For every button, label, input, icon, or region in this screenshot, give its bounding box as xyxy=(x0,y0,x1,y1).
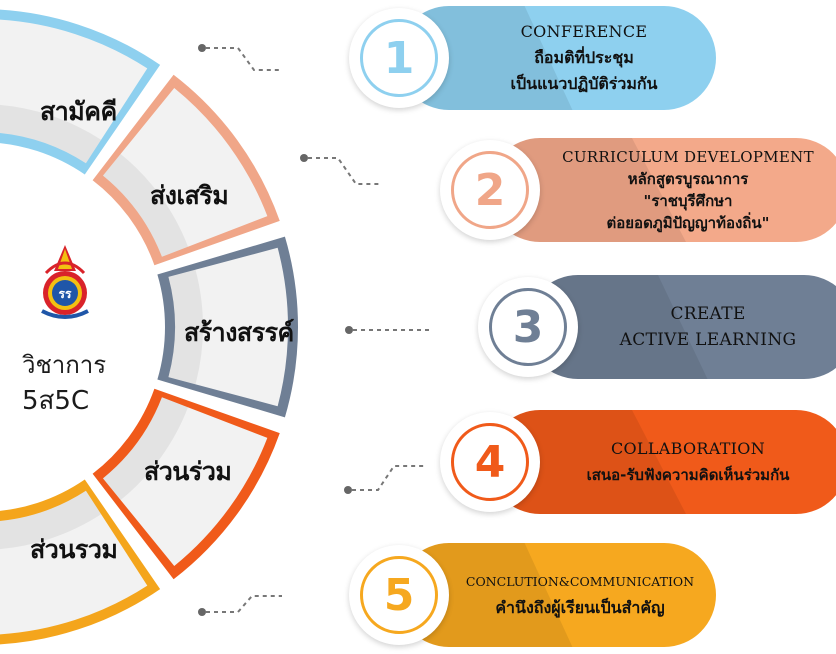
center-title-line1: วิชาการ xyxy=(22,351,107,379)
item-title: CONCLUTION&COMMUNICATION xyxy=(465,574,695,589)
number-badge: 1 xyxy=(349,8,449,108)
segment-label-samakkhi: สามัคคี xyxy=(40,97,117,126)
item-line: คำนึงถึงผู้เรียนเป็นสำคัญ xyxy=(495,598,665,617)
center-title-line2: 5ส5C xyxy=(22,386,90,416)
item-line: ถือมติที่ประชุม xyxy=(534,48,634,67)
item-number: 5 xyxy=(383,569,415,621)
item-title: COLLABORATION xyxy=(610,439,766,458)
connector-1 xyxy=(198,44,282,71)
number-badge: 4 xyxy=(440,412,540,512)
arc-segment-face xyxy=(102,87,268,257)
item-line: ต่อยอดภูมิปัญญาท้องถิ่น" xyxy=(606,214,770,232)
item-number: 2 xyxy=(474,164,506,216)
connector-4 xyxy=(344,465,424,494)
number-badge: 5 xyxy=(349,545,449,645)
item-create: 3 CREATE ACTIVE LEARNING xyxy=(478,275,836,379)
item-line: หลักสูตรบูรณาการ xyxy=(627,170,749,188)
segment-label-sangsan: สร้างสรรค์ xyxy=(184,318,294,347)
item-bar xyxy=(488,410,836,514)
number-badge: 2 xyxy=(440,140,540,240)
arc-segment-shade xyxy=(0,104,102,164)
school-emblem-icon: รร xyxy=(41,245,89,319)
item-title: CONFERENCE xyxy=(520,22,648,41)
segment-label-suanruam: ส่วนร่วม xyxy=(144,457,232,486)
item-line: เป็นแนวปฏิบัติร่วมกัน xyxy=(510,74,658,93)
svg-text:รร: รร xyxy=(59,287,72,301)
item-curriculum-development: 2 CURRICULUM DEVELOPMENT หลักสูตรบูรณากา… xyxy=(440,138,836,242)
item-bar xyxy=(488,138,836,242)
item-title: CREATE xyxy=(670,304,746,324)
connector-5 xyxy=(198,595,282,616)
item-bar xyxy=(397,543,716,647)
item-number: 1 xyxy=(383,32,415,84)
arc-segment-shade xyxy=(168,269,204,385)
arc-segment-face xyxy=(0,19,148,164)
item-bar xyxy=(397,6,716,110)
item-number: 3 xyxy=(512,301,544,353)
arc-segment-face xyxy=(102,397,268,567)
item-line: ACTIVE LEARNING xyxy=(619,330,797,350)
arc-segment-face xyxy=(168,247,288,407)
item-title: CURRICULUM DEVELOPMENT xyxy=(562,148,814,166)
item-conference: 1 CONFERENCE ถือมติที่ประชุม เป็นแนวปฏิบ… xyxy=(349,6,716,110)
item-line: "ราชบุรีศึกษา xyxy=(643,192,733,210)
arc-segment-face xyxy=(0,490,148,635)
number-badge: 3 xyxy=(478,277,578,377)
connector-2 xyxy=(300,154,382,185)
segment-label-songserm: ส่งเสริม xyxy=(150,181,229,210)
segment-label-suanruam-total: ส่วนรวม xyxy=(30,535,118,564)
item-number: 4 xyxy=(474,436,506,488)
item-conclution-communication: 5 CONCLUTION&COMMUNICATION คำนึงถึงผู้เร… xyxy=(349,543,716,647)
connector-3 xyxy=(345,326,429,334)
arc-segment-shade xyxy=(102,153,189,257)
item-line: เสนอ-รับฟังความคิดเห็นร่วมกัน xyxy=(586,466,790,484)
arc-segment-shade xyxy=(0,490,102,550)
arc-segment-shade xyxy=(102,397,189,501)
item-collaboration: 4 COLLABORATION เสนอ-รับฟังความคิดเห็นร่… xyxy=(440,410,836,514)
